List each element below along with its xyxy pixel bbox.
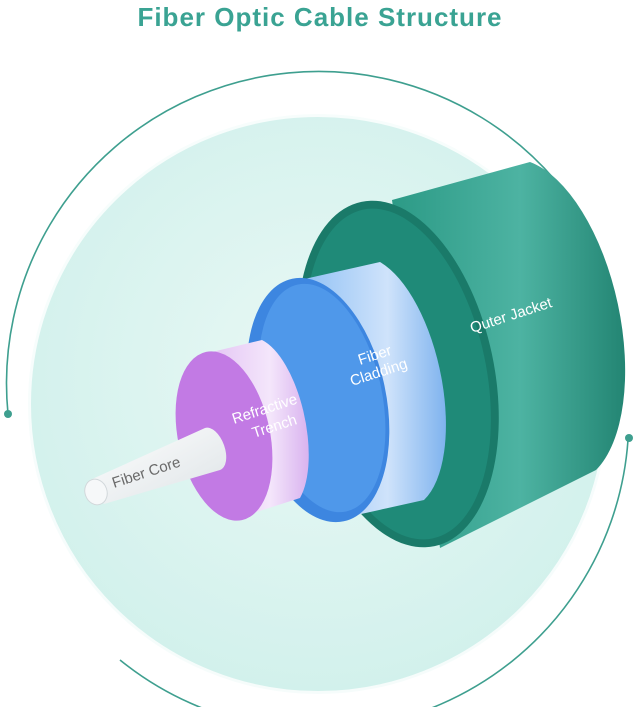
ring-dot-left <box>4 410 12 418</box>
refractive-trench <box>175 340 309 521</box>
page-title: Fiber Optic Cable Structure <box>137 2 503 32</box>
outer-ring-arc-left <box>5 70 556 415</box>
fiber-core <box>84 427 227 506</box>
ring-dot-right <box>625 434 633 442</box>
outer-ring-arc-right <box>119 439 629 707</box>
